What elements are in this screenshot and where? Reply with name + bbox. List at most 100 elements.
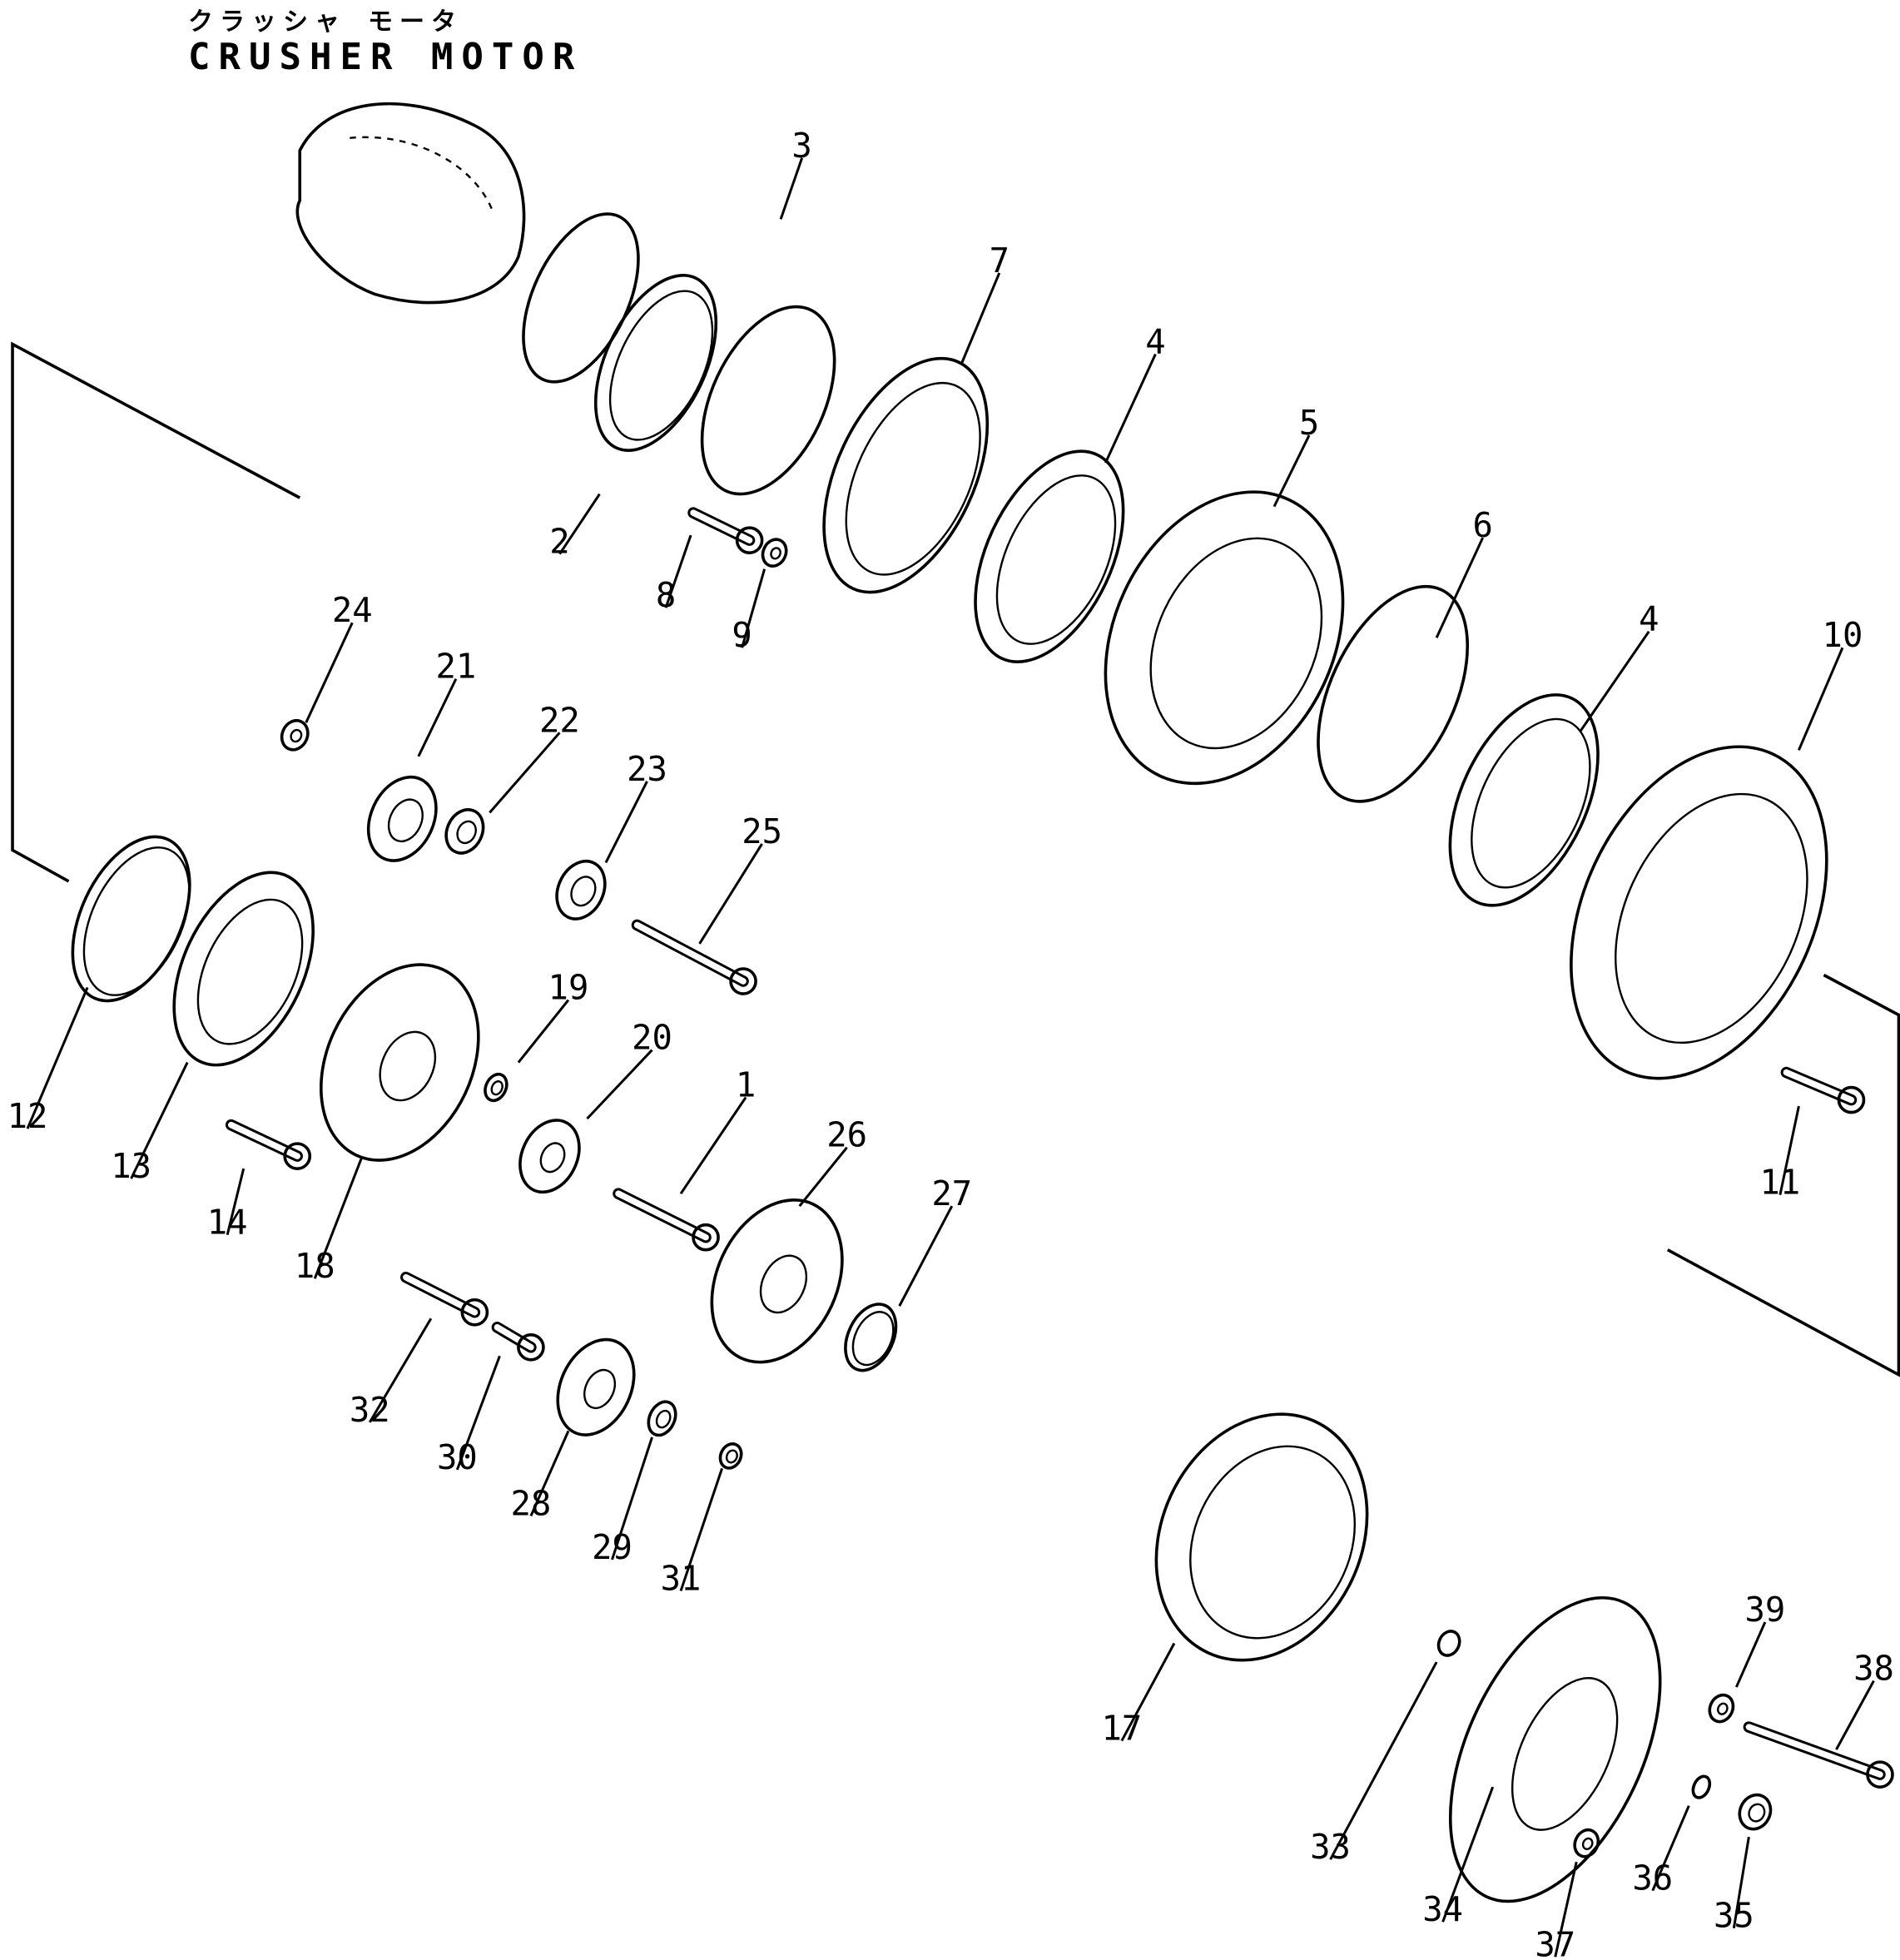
leader-line [779,157,804,220]
sprocket-10 [1570,745,1828,1080]
spacer-23 [555,860,607,920]
bolt-38 [1743,1721,1894,1789]
leader-line [305,622,354,723]
leader-line [1798,647,1844,751]
diagram-title: クラッシャ モータ CRUSHER MOTOR [188,7,583,77]
leader-line [1835,1680,1875,1750]
gear-20 [518,1119,581,1194]
motor-housing [295,102,526,305]
leader-line [130,1061,189,1179]
bearing-13 [172,871,315,1067]
parts [71,212,1894,1903]
callout-34: 34 [1422,1889,1463,1929]
callout-32: 32 [350,1390,390,1430]
washer-33 [1436,1630,1461,1657]
leader-line [611,1437,653,1561]
plug-24 [280,718,310,752]
bolt-25 [631,919,757,995]
callout-13: 13 [111,1146,151,1186]
callout-27: 27 [931,1174,972,1213]
leader-line [1579,630,1650,732]
bolt-11 [1780,1066,1866,1114]
bevel-gear-34 [1448,1595,1662,1903]
gear-21 [366,775,438,862]
callout-8: 8 [656,575,676,615]
callout-18: 18 [295,1246,335,1286]
bushing-22 [444,808,485,855]
plug-37 [1573,1828,1600,1858]
leader-line [960,272,1001,364]
callout-4: 4 [1145,321,1165,361]
leader-line [517,999,570,1064]
leader-lines [26,157,1875,1958]
leader-line [1104,353,1157,464]
leader-line [1435,537,1485,638]
callout-3: 3 [791,126,811,166]
callout-14: 14 [207,1203,248,1243]
leader-line [1441,1786,1495,1923]
leader-line [558,493,601,555]
callout-7: 7 [990,241,1010,280]
callout-35: 35 [1714,1896,1754,1936]
leader-line [417,678,458,757]
assembly-brackets [11,341,1900,1377]
ring-gear-17 [1154,1412,1369,1662]
callout-11: 11 [1760,1163,1801,1203]
carrier-18 [320,963,480,1162]
leader-line [679,1467,723,1591]
leader-line [1329,1661,1438,1860]
leader-line [1272,434,1311,508]
callout-10: 10 [1823,615,1863,655]
callout-39: 39 [1744,1590,1785,1630]
gear-28 [556,1337,636,1437]
leader-line [698,843,763,945]
leader-line [898,1205,954,1307]
callout-2: 2 [549,522,569,562]
bolt-8 [687,507,764,554]
leader-line [226,1168,246,1236]
carrier-26 [710,1198,844,1364]
callout-19: 19 [548,968,589,1008]
callout-20: 20 [632,1018,672,1058]
leader-line [1120,1642,1176,1742]
callout-37: 37 [1535,1924,1575,1960]
title-japanese: クラッシャ モータ [188,7,464,37]
leader-line [586,1049,653,1120]
o-ring-12 [71,835,191,1003]
callout-26: 26 [826,1115,867,1155]
callout-9: 9 [732,615,752,655]
leader-line [368,1317,433,1423]
pin-30 [491,1322,545,1362]
leader-line [489,732,561,814]
plug-31 [718,1442,743,1470]
washer-36 [1691,1774,1712,1799]
ring-2b [593,274,718,452]
leader-line [26,986,89,1129]
leader-line [741,568,766,648]
callout-38: 38 [1853,1649,1894,1689]
hub-5 [1104,490,1345,786]
washer-39 [1708,1693,1735,1724]
leader-line [679,1096,747,1195]
callout-5: 5 [1299,403,1319,443]
ring-27 [844,1303,898,1372]
callout-33: 33 [1310,1827,1351,1867]
callout-29: 29 [592,1527,633,1567]
callout-30: 30 [437,1437,478,1477]
leader-line [1734,1621,1767,1688]
title-english: CRUSHER MOTOR [188,36,583,78]
leader-line [1732,1836,1750,1928]
callout-4: 4 [1639,599,1659,639]
callout-36: 36 [1632,1858,1673,1898]
callout-1: 1 [736,1065,756,1105]
bearing-4b [1448,693,1600,907]
leader-line [604,781,648,864]
bolt-32 [400,1271,489,1327]
seal-7 [822,356,990,594]
bushing-29 [647,1400,677,1437]
washer-9 [761,538,788,568]
ring-3 [700,305,836,496]
leader-line [1554,1861,1578,1958]
